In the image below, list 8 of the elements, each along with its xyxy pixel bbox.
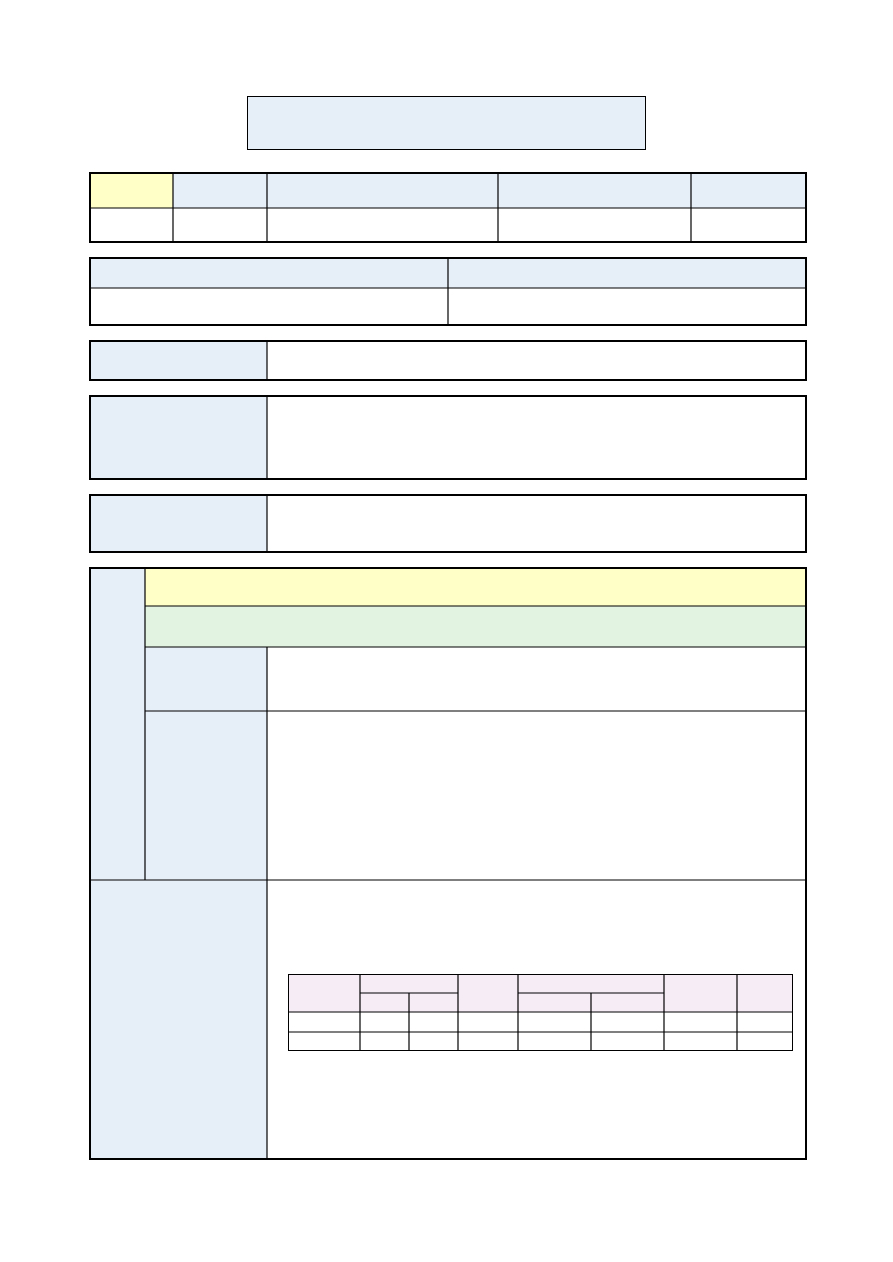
title-box — [247, 96, 646, 150]
form-table — [89, 395, 807, 480]
form-table — [89, 340, 807, 381]
form-table — [89, 257, 807, 326]
form-table — [89, 172, 807, 243]
form-table — [89, 567, 807, 1160]
data-table — [288, 974, 793, 1051]
form-table — [89, 494, 807, 553]
